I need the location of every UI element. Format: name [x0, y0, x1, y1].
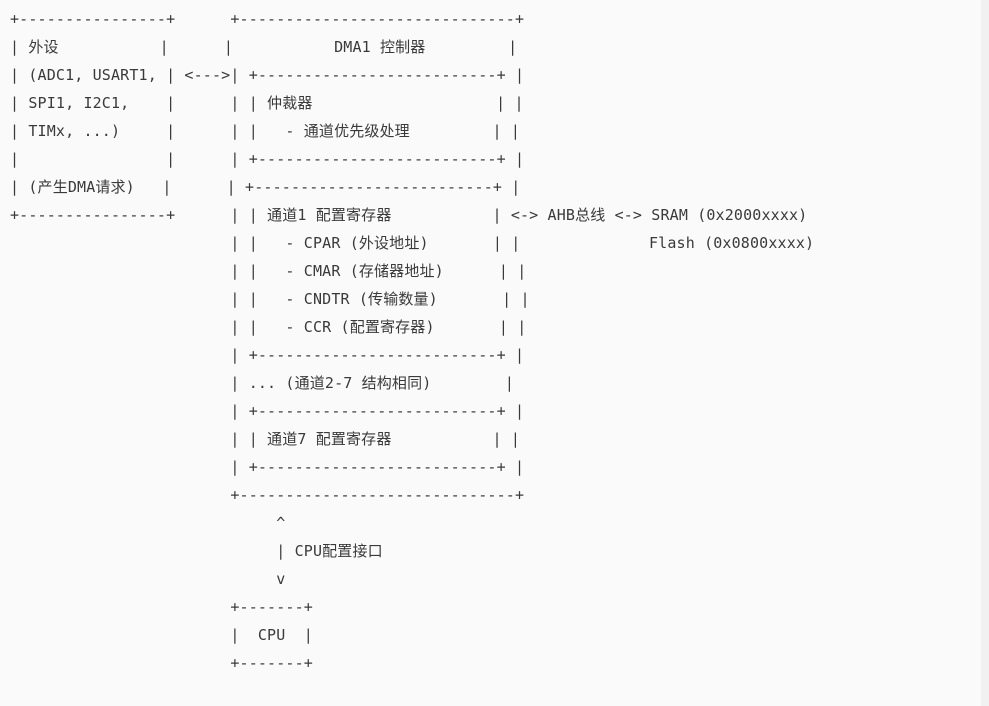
diagram-line-24: +-------+ [10, 654, 313, 672]
diagram-line-5: | TIMx, ...) | | | - 通道优先级处理 | | [10, 122, 521, 140]
diagram-line-11: | | - CNDTR (传输数量) | | [10, 290, 530, 308]
diagram-line-12: | | - CCR (配置寄存器) | | [10, 318, 527, 336]
diagram-line-21: v [10, 570, 286, 588]
diagram-line-22: +-------+ [10, 598, 313, 616]
diagram-line-10: | | - CMAR (存储器地址) | | [10, 262, 527, 280]
diagram-line-19: ^ [10, 514, 286, 532]
diagram-line-18: +------------------------------+ [10, 486, 525, 504]
diagram-line-13: | +--------------------------+ | [10, 346, 525, 364]
diagram-line-9: | | - CPAR (外设地址) | | Flash (0x0800xxxx) [10, 234, 815, 252]
diagram-line-2: | 外设 | | DMA1 控制器 | [10, 38, 518, 56]
diagram-line-4: | SPI1, I2C1, | | | 仲裁器 | | [10, 94, 524, 112]
diagram-line-8: +----------------+ | | 通道1 配置寄存器 | <-> A… [10, 206, 808, 224]
diagram-line-3: | (ADC1, USART1, | <--->| +-------------… [10, 66, 525, 84]
diagram-line-6: | | | +--------------------------+ | [10, 150, 525, 168]
diagram-line-1: +----------------+ +--------------------… [10, 10, 525, 28]
diagram-line-7: | (产生DMA请求) | | +-----------------------… [10, 178, 521, 196]
diagram-line-14: | ... (通道2-7 结构相同) | [10, 374, 515, 392]
diagram-line-20: | CPU配置接口 [10, 542, 383, 560]
diagram-line-17: | +--------------------------+ | [10, 458, 525, 476]
diagram-line-15: | +--------------------------+ | [10, 402, 525, 420]
diagram-line-23: | CPU | [10, 626, 313, 644]
diagram-line-16: | | 通道7 配置寄存器 | | [10, 430, 521, 448]
